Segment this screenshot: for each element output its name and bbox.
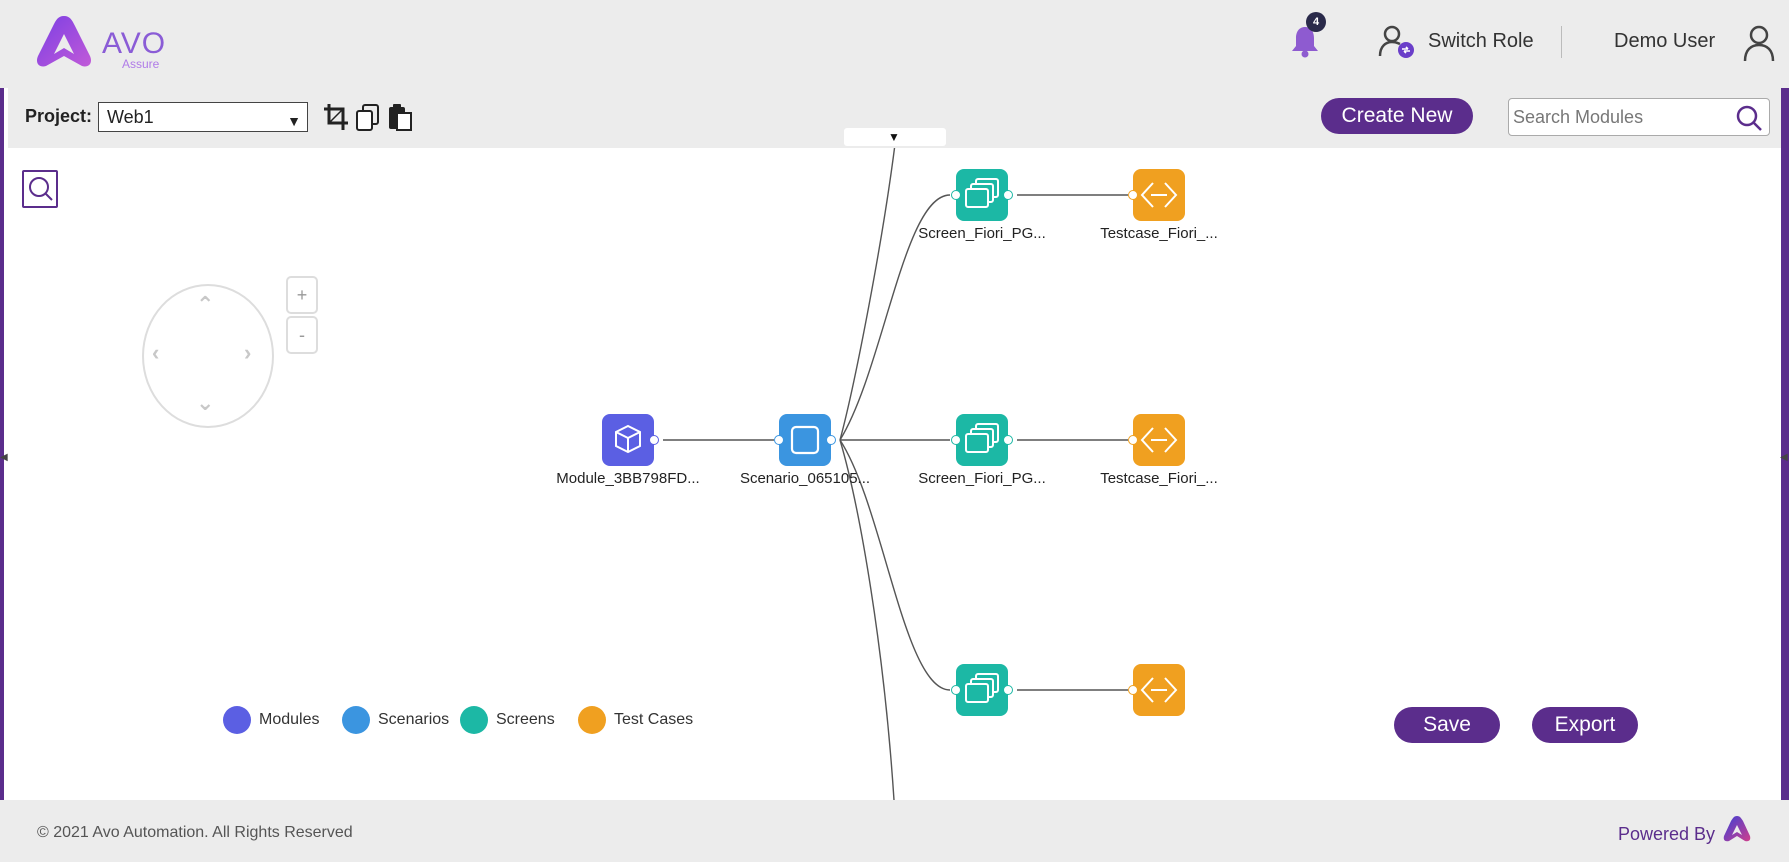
- pan-right-icon[interactable]: ›: [244, 340, 252, 365]
- legend-swatch: [223, 706, 251, 734]
- connector-line: [839, 194, 951, 441]
- caret-down-icon: ▼: [888, 130, 900, 144]
- node-in-port[interactable]: [774, 435, 784, 445]
- code-brackets-icon: [1140, 677, 1178, 703]
- testcase-node[interactable]: [1133, 664, 1185, 716]
- right-panel-toggle-icon[interactable]: ◀: [1780, 452, 1788, 463]
- search-icon: [29, 177, 53, 201]
- node-in-port[interactable]: [951, 685, 961, 695]
- pan-up-icon[interactable]: ⌃: [196, 292, 215, 317]
- project-toolbar: Project: Web1 ▼ Create New: [8, 88, 1781, 148]
- logo-mark-icon: [36, 16, 92, 67]
- project-select-value: Web1: [107, 107, 154, 127]
- powered-by-text: Powered By: [1618, 824, 1716, 844]
- mindmap-tree: [663, 127, 1128, 800]
- logo-subtitle: Assure: [122, 57, 160, 71]
- legend-swatch: [578, 706, 606, 734]
- code-brackets-icon: [1140, 182, 1178, 208]
- legend-label: Screens: [496, 711, 555, 728]
- testcase-node[interactable]: [1133, 414, 1185, 466]
- toolbar-collapse-toggle[interactable]: ▼: [844, 128, 946, 146]
- zoom-in-button[interactable]: +: [286, 276, 318, 314]
- page-footer: © 2021 Avo Automation. All Rights Reserv…: [0, 800, 1789, 862]
- paste-icon[interactable]: [386, 102, 414, 132]
- node-out-port[interactable]: [1003, 685, 1013, 695]
- module-node-label: Module_3BB798FD...: [556, 470, 700, 487]
- node-out-port[interactable]: [649, 435, 659, 445]
- node-out-port[interactable]: [1003, 435, 1013, 445]
- user-avatar-icon[interactable]: [1742, 24, 1776, 62]
- connector-line: [839, 439, 895, 800]
- node-out-port[interactable]: [826, 435, 836, 445]
- screen-node[interactable]: [956, 169, 1008, 221]
- pan-control: ⌃ ⌄ ‹ ›: [142, 284, 274, 428]
- screens-stack-icon: [965, 178, 999, 208]
- switch-role-link[interactable]: Switch Role: [1428, 30, 1534, 52]
- crop-icon[interactable]: [322, 102, 350, 132]
- zoom-out-button[interactable]: -: [286, 316, 318, 354]
- export-button[interactable]: Export: [1532, 707, 1638, 743]
- tree-connectors: [663, 127, 1128, 800]
- search-icon[interactable]: [1735, 104, 1763, 132]
- left-panel-toggle-icon[interactable]: ◀: [0, 452, 8, 463]
- screen-node[interactable]: [956, 414, 1008, 466]
- testcase-node-label: Testcase_Fiori_...: [1100, 225, 1218, 242]
- canvas-search-button[interactable]: [22, 170, 58, 208]
- screens-stack-icon: [965, 673, 999, 703]
- notification-count-badge: 4: [1306, 12, 1326, 32]
- create-new-button[interactable]: Create New: [1321, 98, 1473, 134]
- save-button[interactable]: Save: [1394, 707, 1500, 743]
- square-icon: [790, 425, 820, 455]
- avo-assure-logo[interactable]: AVO Assure: [34, 12, 174, 76]
- screen-node-label: Screen_Fiori_PG...: [918, 470, 1046, 487]
- screens-stack-icon: [965, 423, 999, 453]
- node-in-port[interactable]: [1128, 435, 1138, 445]
- node-in-port[interactable]: [951, 190, 961, 200]
- copy-icon[interactable]: [354, 102, 382, 132]
- legend-swatch: [342, 706, 370, 734]
- header-divider: [1561, 26, 1562, 58]
- scenario-node-label: Scenario_065105...: [739, 470, 871, 487]
- legend-swatch: [460, 706, 488, 734]
- node-in-port[interactable]: [1128, 685, 1138, 695]
- logo-wordmark: AVO: [102, 27, 167, 60]
- screen-node[interactable]: [956, 664, 1008, 716]
- top-header: AVO Assure 4 Switch Role Demo User: [0, 0, 1789, 88]
- screen-node-label: Screen_Fiori_PG...: [918, 225, 1046, 242]
- copyright-text: © 2021 Avo Automation. All Rights Reserv…: [37, 824, 353, 841]
- connector-line: [839, 127, 898, 441]
- project-select[interactable]: Web1 ▼: [98, 102, 308, 132]
- notification-bell-icon[interactable]: [1290, 24, 1320, 58]
- search-modules-input[interactable]: [1513, 103, 1733, 131]
- legend-label: Modules: [259, 711, 320, 728]
- legend-label: Scenarios: [378, 711, 450, 728]
- switch-role-icon[interactable]: [1378, 24, 1416, 60]
- cube-icon: [615, 424, 641, 454]
- code-brackets-icon: [1140, 427, 1178, 453]
- mindmap-workspace: Project: Web1 ▼ Create New ▼: [0, 88, 1789, 800]
- node-in-port[interactable]: [1128, 190, 1138, 200]
- legend-label: Test Cases: [614, 711, 694, 728]
- pan-left-icon[interactable]: ‹: [152, 340, 160, 365]
- project-label: Project:: [25, 106, 93, 126]
- chevron-down-icon: ▼: [287, 113, 301, 129]
- module-node[interactable]: [602, 414, 654, 466]
- search-modules-box: [1508, 98, 1770, 136]
- scenario-node[interactable]: [779, 414, 831, 466]
- avo-small-logo-icon: [1723, 816, 1751, 842]
- user-name[interactable]: Demo User: [1614, 30, 1716, 52]
- testcase-node[interactable]: [1133, 169, 1185, 221]
- node-in-port[interactable]: [951, 435, 961, 445]
- pan-down-icon[interactable]: ⌄: [196, 390, 215, 415]
- node-out-port[interactable]: [1003, 190, 1013, 200]
- testcase-node-label: Testcase_Fiori_...: [1100, 470, 1218, 487]
- connector-line: [839, 439, 951, 691]
